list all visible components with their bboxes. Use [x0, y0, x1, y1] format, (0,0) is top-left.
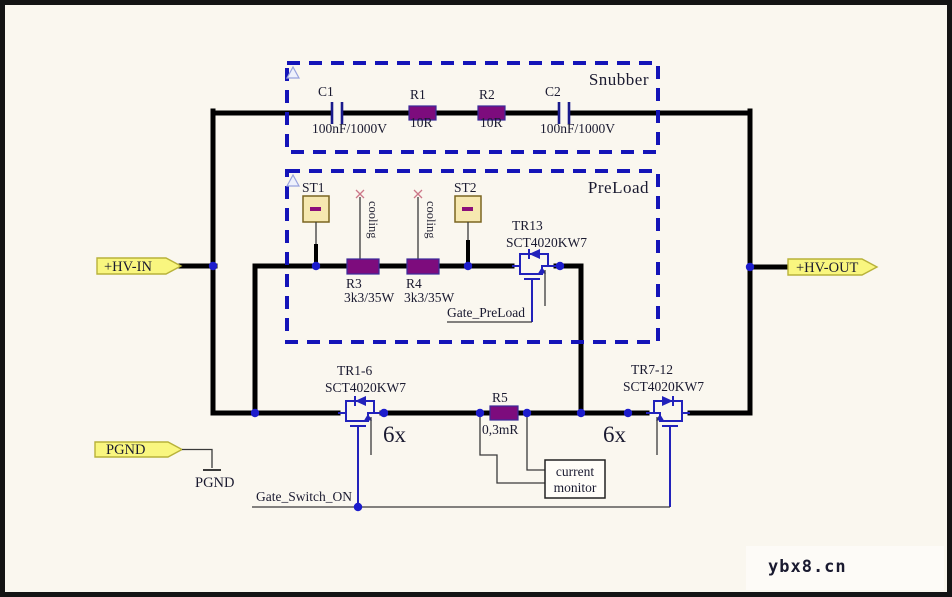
- gate-switch-on-label: Gate_Switch_ON: [256, 489, 352, 504]
- c1-ref: C1: [318, 84, 334, 99]
- watermark-band: [746, 546, 944, 590]
- tr16-ref: TR1-6: [337, 363, 372, 378]
- st1-thermal-switch: [302, 195, 330, 223]
- st2-ref: ST2: [454, 180, 477, 195]
- tr13-ref: TR13: [512, 218, 543, 233]
- pgnd-ground-label: PGND: [195, 475, 234, 491]
- r4-resistor: [406, 258, 440, 275]
- switch-section: TR1-6 SCT4020KW7 6x R5 0,3mR current mon…: [252, 362, 704, 508]
- r1-value: 10R: [410, 115, 433, 130]
- hv-in-label: +HV-IN: [104, 259, 152, 275]
- current-monitor-line2: monitor: [554, 480, 597, 495]
- r2-ref: R2: [479, 87, 495, 102]
- hv-in-flag: +HV-IN: [96, 257, 183, 275]
- c2-value: 100nF/1000V: [540, 121, 615, 136]
- hv-out-label: +HV-OUT: [796, 260, 859, 276]
- cooling-line-right: [413, 189, 423, 259]
- tr712-ref: TR7-12: [631, 362, 673, 377]
- snubber-title: Snubber: [589, 70, 649, 89]
- r4-value: 3k3/35W: [404, 290, 455, 305]
- r1-resistor: [408, 105, 437, 121]
- r5-value: 0,3mR: [482, 422, 518, 437]
- watermark: ybx8.cn: [768, 557, 847, 577]
- r1-ref: R1: [410, 87, 426, 102]
- preload-section: PreLoad ST1 cooling cooling R3 3k3/35W R…: [285, 169, 660, 344]
- preload-title: PreLoad: [588, 178, 649, 197]
- pgnd-flag: PGND PGND: [94, 441, 234, 491]
- tr16-count: 6x: [383, 422, 407, 447]
- power-rails: [178, 108, 793, 416]
- r5-ref: R5: [492, 390, 508, 405]
- cooling-label-right: cooling: [424, 201, 438, 239]
- current-monitor-box: [544, 459, 606, 499]
- hierarchy-triangle-icon: [285, 173, 301, 187]
- no-connect-x-icon: [355, 189, 365, 199]
- r5-shunt-resistor: [489, 405, 519, 421]
- hierarchy-triangle-icon: [285, 65, 301, 79]
- hv-out-flag: +HV-OUT: [787, 258, 879, 276]
- snubber-box: [285, 61, 660, 154]
- c2-capacitor: [557, 102, 571, 124]
- st2-thermal-switch: [454, 195, 482, 223]
- snubber-section: Snubber C1 100nF/1000V R1 10R R2 10R C2 …: [285, 61, 660, 154]
- current-monitor-line1: current: [556, 464, 594, 479]
- cooling-line-left: [355, 189, 365, 259]
- gate-preload-label: Gate_PreLoad: [447, 305, 525, 320]
- r3-value: 3k3/35W: [344, 290, 395, 305]
- pgnd-label: PGND: [106, 442, 145, 458]
- r2-resistor: [477, 105, 506, 121]
- shunt-sense-line-right: [526, 416, 545, 471]
- c2-ref: C2: [545, 84, 561, 99]
- st1-ref: ST1: [302, 180, 325, 195]
- c1-value: 100nF/1000V: [312, 121, 387, 136]
- tr712-part: SCT4020KW7: [623, 379, 704, 394]
- r4-ref: R4: [406, 276, 422, 291]
- cooling-label-left: cooling: [366, 201, 380, 239]
- r3-ref: R3: [346, 276, 362, 291]
- no-connect-x-icon: [413, 189, 423, 199]
- junction-dots: [208, 261, 755, 512]
- r3-resistor: [346, 258, 380, 275]
- shunt-sense-line-left: [479, 416, 545, 484]
- tr13-part: SCT4020KW7: [506, 235, 587, 250]
- c1-capacitor: [330, 102, 344, 124]
- preload-box: [285, 169, 660, 344]
- tr16-part: SCT4020KW7: [325, 380, 406, 395]
- r2-value: 10R: [480, 115, 503, 130]
- tr712-count: 6x: [603, 422, 627, 447]
